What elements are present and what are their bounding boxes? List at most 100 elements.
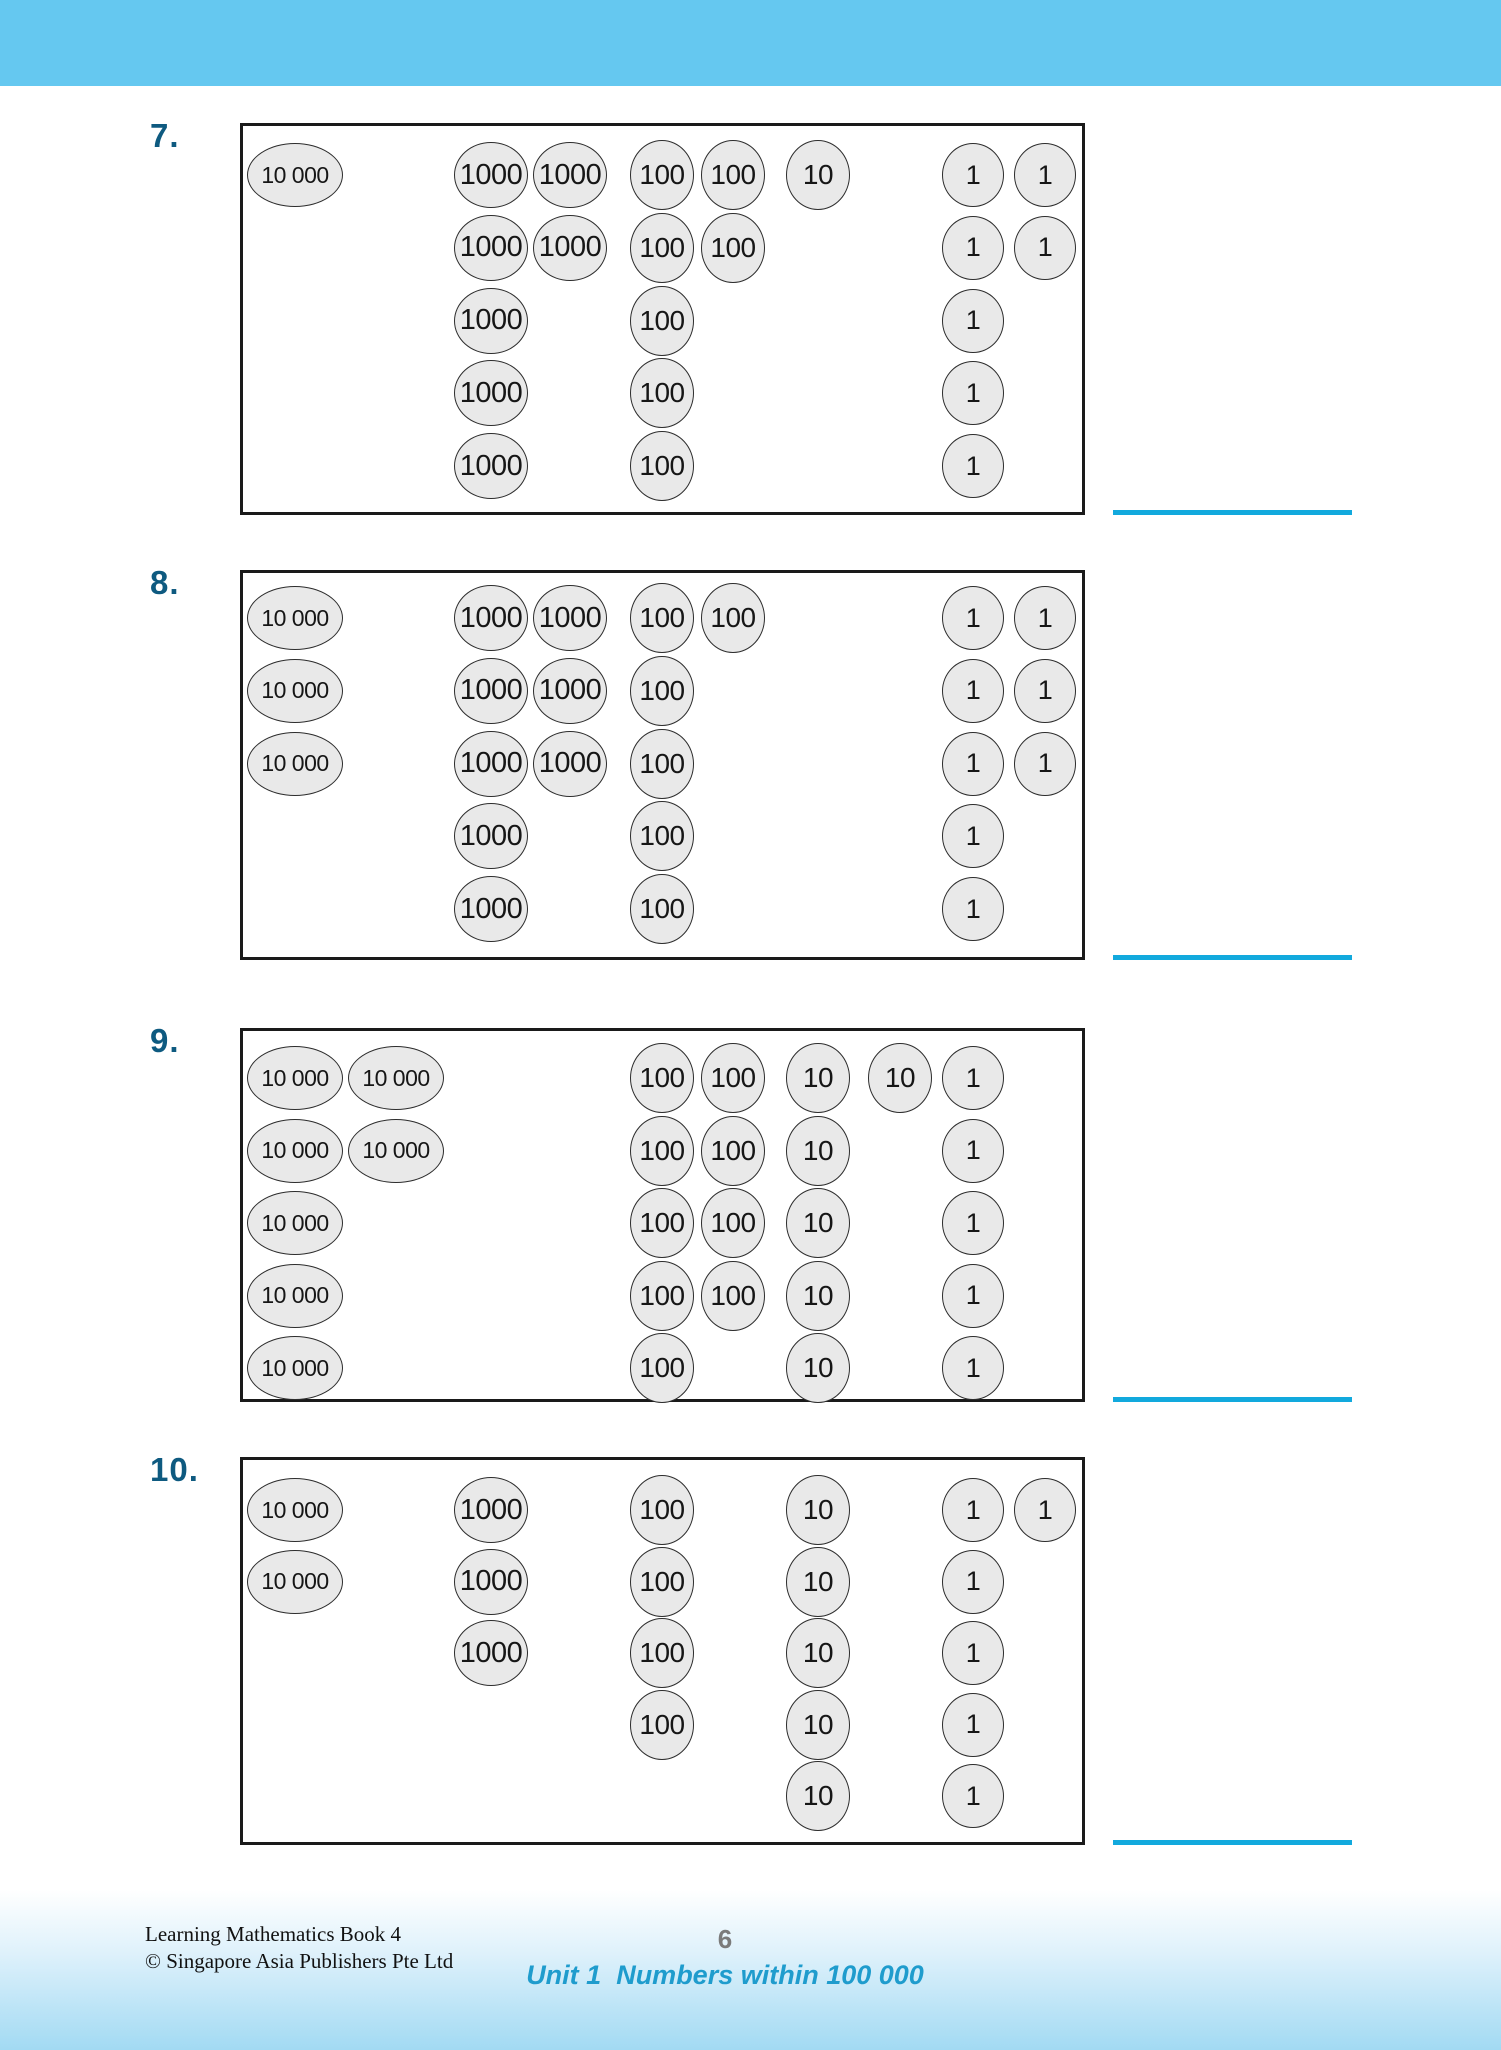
place-value-disc-1: 1 xyxy=(942,1549,1004,1614)
place-value-disc-1000: 1000 xyxy=(454,287,528,354)
place-value-disc-1: 1 xyxy=(942,143,1004,207)
place-value-disc-10000: 10 000 xyxy=(247,1046,343,1110)
place-value-disc-100: 100 xyxy=(630,801,694,872)
place-value-disc-10: 10 xyxy=(786,1333,850,1403)
place-value-disc-100: 100 xyxy=(630,728,694,799)
bottom-gradient xyxy=(0,1890,1501,2050)
place-value-disc-100: 100 xyxy=(630,1043,694,1113)
place-value-disc-10000: 10 000 xyxy=(348,1118,444,1183)
place-value-disc-100: 100 xyxy=(630,874,694,944)
place-value-disc-1000: 1000 xyxy=(454,1620,528,1686)
place-value-disc-1: 1 xyxy=(942,1046,1004,1110)
place-value-disc-1: 1 xyxy=(1014,143,1076,207)
place-value-disc-1000: 1000 xyxy=(533,142,607,208)
place-value-disc-1: 1 xyxy=(1014,1478,1076,1542)
place-value-disc-1: 1 xyxy=(942,731,1004,796)
place-value-disc-1000: 1000 xyxy=(454,876,528,942)
place-value-disc-1: 1 xyxy=(942,1692,1004,1757)
place-value-disc-10000: 10 000 xyxy=(348,1046,444,1110)
page-number: 6 xyxy=(717,1924,733,1954)
place-value-disc-100: 100 xyxy=(630,358,694,429)
place-value-disc-100: 100 xyxy=(630,212,694,283)
book-credit-line1: Learning Mathematics Book 4 xyxy=(145,1922,402,1946)
place-value-disc-1000: 1000 xyxy=(454,142,528,208)
place-value-disc-10: 10 xyxy=(786,1475,850,1545)
place-value-disc-10: 10 xyxy=(786,140,850,210)
place-value-disc-10000: 10 000 xyxy=(247,586,343,650)
place-value-disc-10: 10 xyxy=(786,1260,850,1331)
place-value-disc-100: 100 xyxy=(701,1115,765,1186)
place-value-disc-100: 100 xyxy=(630,1689,694,1760)
place-value-disc-100: 100 xyxy=(630,583,694,653)
place-value-disc-1: 1 xyxy=(942,804,1004,869)
exercise-number: 9. xyxy=(150,1022,180,1059)
place-value-disc-100: 100 xyxy=(630,1546,694,1617)
place-value-disc-1: 1 xyxy=(942,434,1004,498)
place-value-disc-10000: 10 000 xyxy=(247,143,343,207)
place-value-disc-100: 100 xyxy=(630,431,694,501)
place-value-disc-10: 10 xyxy=(786,1043,850,1113)
place-value-disc-100: 100 xyxy=(630,1618,694,1688)
place-value-disc-100: 100 xyxy=(630,1188,694,1258)
place-value-disc-10: 10 xyxy=(786,1115,850,1186)
place-value-disc-1000: 1000 xyxy=(533,585,607,651)
place-value-disc-100: 100 xyxy=(701,1260,765,1331)
place-value-disc-1: 1 xyxy=(1014,731,1076,796)
place-value-disc-10000: 10 000 xyxy=(247,1549,343,1614)
place-value-disc-1000: 1000 xyxy=(454,730,528,797)
place-value-disc-10: 10 xyxy=(786,1761,850,1831)
place-value-disc-1000: 1000 xyxy=(454,360,528,427)
place-value-disc-1000: 1000 xyxy=(533,214,607,281)
place-value-disc-1: 1 xyxy=(942,586,1004,650)
place-value-disc-1: 1 xyxy=(942,1478,1004,1542)
place-value-disc-10000: 10 000 xyxy=(247,658,343,723)
place-value-disc-1000: 1000 xyxy=(454,657,528,724)
place-value-disc-100: 100 xyxy=(701,140,765,210)
answer-blank-line[interactable] xyxy=(1113,1840,1352,1845)
place-value-disc-10: 10 xyxy=(786,1618,850,1688)
place-value-disc-1000: 1000 xyxy=(454,803,528,870)
place-value-disc-1: 1 xyxy=(1014,215,1076,280)
place-value-disc-1: 1 xyxy=(942,658,1004,723)
place-value-disc-1000: 1000 xyxy=(533,657,607,724)
place-value-disc-1: 1 xyxy=(942,1263,1004,1328)
book-credit-line2: © Singapore Asia Publishers Pte Ltd xyxy=(145,1949,454,1973)
place-value-disc-10000: 10 000 xyxy=(247,1336,343,1400)
place-value-disc-10000: 10 000 xyxy=(247,1478,343,1542)
place-value-disc-100: 100 xyxy=(630,655,694,726)
place-value-disc-100: 100 xyxy=(630,1475,694,1545)
answer-blank-line[interactable] xyxy=(1113,510,1352,515)
place-value-disc-100: 100 xyxy=(630,1260,694,1331)
place-value-disc-10000: 10 000 xyxy=(247,1191,343,1255)
place-value-disc-1: 1 xyxy=(942,1191,1004,1255)
answer-blank-line[interactable] xyxy=(1113,955,1352,960)
book-credit: Learning Mathematics Book 4 © Singapore … xyxy=(145,1921,453,1975)
place-value-disc-100: 100 xyxy=(630,285,694,356)
place-value-disc-10: 10 xyxy=(786,1689,850,1760)
place-value-disc-1: 1 xyxy=(942,1764,1004,1828)
exercise-number: 7. xyxy=(150,117,180,154)
place-value-disc-1: 1 xyxy=(942,877,1004,941)
place-value-disc-1000: 1000 xyxy=(454,1477,528,1543)
place-value-disc-1000: 1000 xyxy=(454,585,528,651)
place-value-disc-100: 100 xyxy=(630,1333,694,1403)
place-value-disc-1: 1 xyxy=(942,1336,1004,1400)
top-banner xyxy=(0,0,1501,86)
place-value-disc-1: 1 xyxy=(1014,586,1076,650)
footer-center: 6 Unit 1 Numbers within 100 000 xyxy=(425,1924,1025,1991)
place-value-disc-1000: 1000 xyxy=(454,433,528,499)
place-value-disc-1: 1 xyxy=(942,288,1004,353)
answer-blank-line[interactable] xyxy=(1113,1397,1352,1402)
place-value-disc-10000: 10 000 xyxy=(247,731,343,796)
place-value-disc-1000: 1000 xyxy=(533,730,607,797)
unit-title: Unit 1 Numbers within 100 000 xyxy=(526,1960,924,1990)
place-value-disc-100: 100 xyxy=(701,1188,765,1258)
place-value-disc-100: 100 xyxy=(701,212,765,283)
place-value-disc-1000: 1000 xyxy=(454,1548,528,1615)
place-value-disc-1000: 1000 xyxy=(454,214,528,281)
